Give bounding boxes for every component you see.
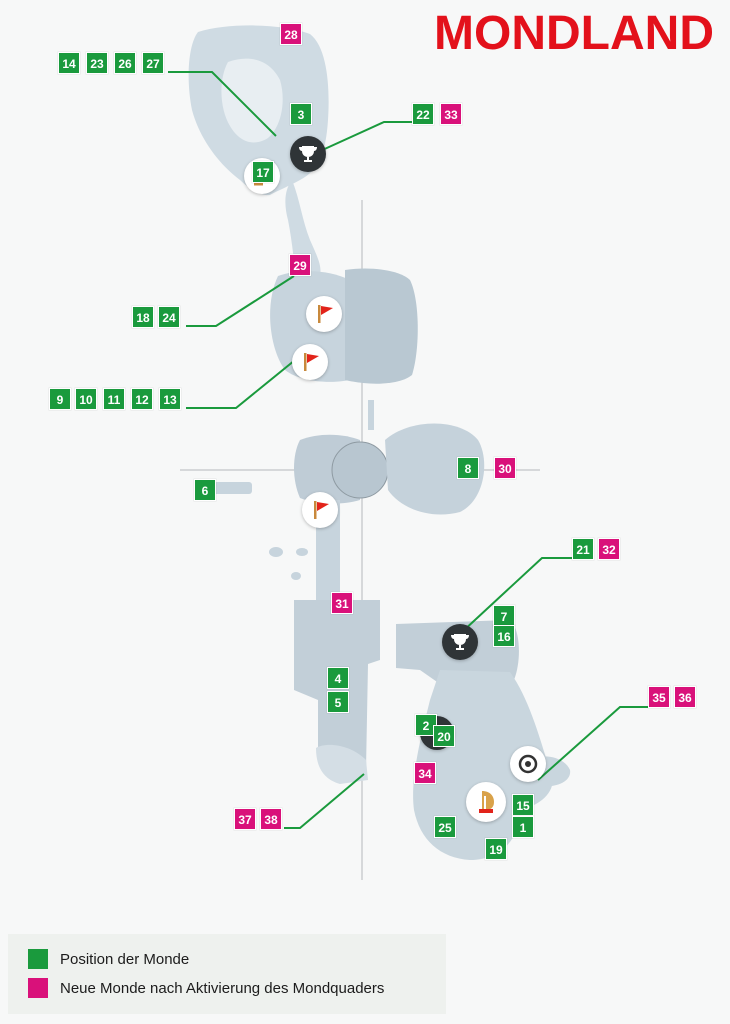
callout-18-24 [186, 275, 295, 327]
callout-lines [168, 71, 650, 829]
moon-badge-36[interactable]: 36 [674, 686, 696, 708]
moon-badge-17[interactable]: 17 [252, 161, 274, 183]
moon-badge-35[interactable]: 35 [648, 686, 670, 708]
callout-14-27 [168, 71, 277, 137]
mid-connector [368, 400, 374, 430]
rock-3 [291, 572, 301, 580]
map-legend: Position der Monde Neue Monde nach Aktiv… [8, 934, 446, 1014]
checkpoint-flag-icon[interactable] [292, 344, 328, 380]
moon-badge-24[interactable]: 24 [158, 306, 180, 328]
trophy-icon[interactable] [290, 136, 326, 172]
moon-badge-32[interactable]: 32 [598, 538, 620, 560]
legend-label-green: Position der Monde [60, 950, 190, 968]
moon-badge-21[interactable]: 21 [572, 538, 594, 560]
moon-badge-38[interactable]: 38 [260, 808, 282, 830]
top-inner-area [221, 58, 283, 143]
moon-badge-28[interactable]: 28 [280, 23, 302, 45]
odyssey-ship-icon[interactable] [466, 782, 506, 822]
callout-21-32 [461, 557, 572, 633]
moon-badge-4[interactable]: 4 [327, 667, 349, 689]
moon-badge-34[interactable]: 34 [414, 762, 436, 784]
callout-22-33 [317, 121, 412, 153]
moon-badge-25[interactable]: 25 [434, 816, 456, 838]
mid-chamber-right [345, 268, 418, 384]
moon-badge-11[interactable]: 11 [103, 388, 125, 410]
checkpoint-flag-icon[interactable] [306, 296, 342, 332]
moon-badge-31[interactable]: 31 [331, 592, 353, 614]
checkpoint-flag-icon[interactable] [302, 492, 338, 528]
moon-badge-20[interactable]: 20 [433, 725, 455, 747]
moon-badge-37[interactable]: 37 [234, 808, 256, 830]
legend-label-magenta: Neue Monde nach Aktivierung des Mondquad… [60, 979, 385, 997]
moon-badge-15[interactable]: 15 [512, 794, 534, 816]
moon-badge-9[interactable]: 9 [49, 388, 71, 410]
moon-badge-18[interactable]: 18 [132, 306, 154, 328]
top-corridor [285, 180, 321, 278]
moon-badge-6[interactable]: 6 [194, 479, 216, 501]
moon-badge-16[interactable]: 16 [493, 625, 515, 647]
moon-badge-1[interactable]: 1 [512, 816, 534, 838]
moon-badge-29[interactable]: 29 [289, 254, 311, 276]
legend-row-magenta: Neue Monde nach Aktivierung des Mondquad… [28, 977, 384, 999]
moon-badge-12[interactable]: 12 [131, 388, 153, 410]
callout-35-36 [537, 706, 650, 781]
callout-37-38 [284, 773, 365, 829]
moon-badge-26[interactable]: 26 [114, 52, 136, 74]
legend-swatch-green [28, 949, 48, 969]
moon-badge-33[interactable]: 33 [440, 103, 462, 125]
legend-row-green: Position der Monde [28, 948, 189, 970]
moon-badge-23[interactable]: 23 [86, 52, 108, 74]
moon-badge-8[interactable]: 8 [457, 457, 479, 479]
moon-badge-10[interactable]: 10 [75, 388, 97, 410]
moon-badge-7[interactable]: 7 [493, 605, 515, 627]
moon-badge-3[interactable]: 3 [290, 103, 312, 125]
binoculars-icon[interactable] [510, 746, 546, 782]
moon-badge-5[interactable]: 5 [327, 691, 349, 713]
lower-left-block [294, 600, 380, 782]
moon-badge-19[interactable]: 19 [485, 838, 507, 860]
callout-9-13 [186, 355, 301, 409]
west-ledge [212, 482, 252, 494]
moon-badge-2[interactable]: 2 [415, 714, 437, 736]
hub-right-lobe [385, 423, 485, 515]
moon-badge-14[interactable]: 14 [58, 52, 80, 74]
moon-badge-22[interactable]: 22 [412, 103, 434, 125]
lower-left-tip [316, 744, 368, 784]
map-title: MONDLAND [434, 7, 714, 60]
rock-2 [296, 548, 308, 556]
legend-swatch-magenta [28, 978, 48, 998]
moon-badge-30[interactable]: 30 [494, 457, 516, 479]
moon-badge-27[interactable]: 27 [142, 52, 164, 74]
trophy-icon[interactable] [442, 624, 478, 660]
hub-circle [331, 441, 389, 499]
rock-1 [269, 547, 283, 557]
moon-badge-13[interactable]: 13 [159, 388, 181, 410]
